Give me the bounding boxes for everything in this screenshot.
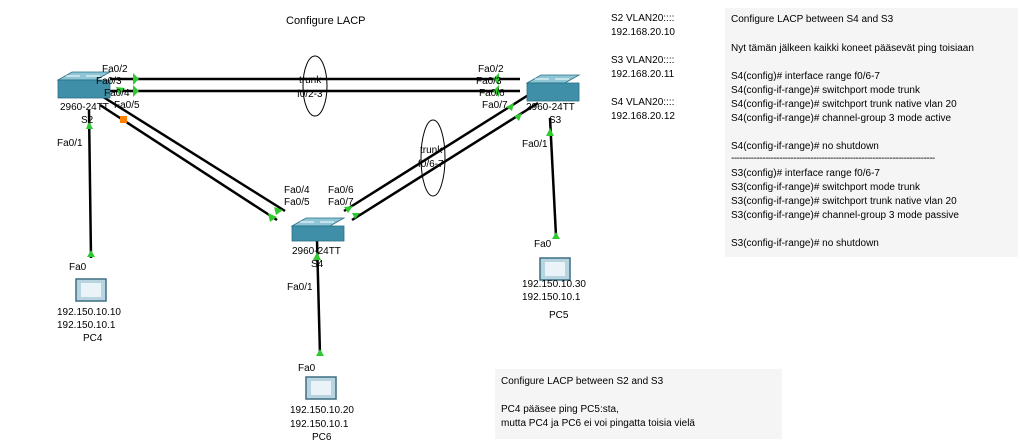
note-title: Configure LACP between S2 and S3 (501, 376, 664, 387)
status-down-icon (120, 116, 127, 123)
switch-name: S2 (81, 115, 94, 126)
pc6-name: PC6 (312, 432, 332, 443)
vlan-s3-name: S3 VLAN20:::: (611, 55, 675, 66)
status-up-icon (86, 121, 93, 129)
link-s3-pc5 (548, 117, 558, 237)
trunk-bundle-ellipse-s2-s3 (302, 55, 328, 117)
port-label: Fa0/4 (104, 88, 130, 99)
pc4-gateway: 192.150.10.1 (57, 320, 116, 331)
link-status-indicators (86, 73, 560, 356)
switch-s3-icon[interactable] (525, 74, 581, 102)
status-up-icon (116, 87, 125, 95)
note-line: S3(config-if-range)# channel-group 3 mod… (731, 210, 959, 221)
status-up-icon (493, 85, 499, 97)
note-title: Configure LACP between S4 and S3 (731, 14, 894, 25)
port-label: Fa0/3 (96, 76, 122, 87)
port-label: Fa0/7 (328, 197, 354, 208)
switch-s2-icon[interactable] (56, 71, 112, 99)
switch-model: 2960-24TT (60, 102, 109, 113)
link-s2-pc4 (87, 109, 93, 259)
port-label: Fa0/6 (479, 88, 505, 99)
trunk-ports-s2-s3: f0/2-3 (297, 89, 323, 100)
port-label: Fa0/2 (102, 64, 128, 75)
port-label: Fa0 (298, 363, 316, 374)
port-label: Fa0 (69, 262, 87, 273)
status-up-icon (546, 128, 554, 136)
link-s4-s3-fa06 (343, 92, 531, 213)
pc6-gateway: 192.150.10.1 (290, 419, 349, 430)
status-up-icon (506, 103, 514, 111)
port-label: Fa0/2 (478, 64, 504, 75)
status-up-icon (493, 73, 499, 85)
port-label: Fa0/1 (287, 282, 313, 293)
status-up-icon (344, 206, 353, 213)
vlan-s2-ip: 192.168.20.10 (611, 27, 675, 38)
port-label: Fa0/3 (476, 76, 502, 87)
link-s2-s4-fa04 (99, 93, 286, 213)
status-up-icon (133, 85, 139, 97)
port-label: Fa0 (534, 239, 552, 250)
pc5-gateway: 192.150.10.1 (522, 292, 581, 303)
switch-s4-icon[interactable] (290, 217, 346, 242)
note-line: S3(config-if-range)# no shutdown (731, 238, 879, 249)
note-line: S4(config-if-range)# switchport trunk na… (731, 99, 957, 110)
pc6-icon[interactable] (305, 376, 337, 400)
status-up-icon (514, 113, 522, 121)
pc4-name: PC4 (83, 333, 103, 344)
page-title: Configure LACP (286, 15, 366, 27)
note-line: PC4 pääsee ping PC5:sta, (501, 404, 619, 415)
note-line: S3(config-if-range)# switchport trunk na… (731, 196, 957, 207)
pc5-name: PC5 (549, 310, 569, 321)
vlan-s3-ip: 192.168.20.11 (611, 69, 675, 80)
status-up-icon (87, 250, 95, 257)
status-up-icon (352, 213, 360, 219)
port-label: Fa0/5 (284, 197, 310, 208)
note-line: S3(config-if-range)# switchport mode tru… (731, 182, 920, 193)
switch-name: S4 (311, 259, 324, 270)
trunk-bundle-ellipse-s4-s3 (420, 119, 446, 197)
switch-model: 2960-24TT (292, 246, 341, 257)
note-line: Nyt tämän jälkeen kaikki koneet pääsevät… (731, 43, 974, 54)
note-line: S4(config)# interface range f0/6-7 (731, 71, 880, 82)
status-up-icon (133, 73, 139, 85)
port-label: Fa0/4 (284, 185, 310, 196)
status-up-icon (552, 232, 560, 239)
status-up-icon (313, 252, 321, 260)
vlan-s4-name: S4 VLAN20:::: (611, 97, 675, 108)
port-label: Fa0/1 (57, 138, 83, 149)
trunk-label-s4-s3: trunk (420, 145, 443, 156)
switch-model: 2960-24TT (526, 102, 575, 113)
status-up-icon (274, 207, 283, 215)
note-line: S4(config-if-range)# switchport mode tru… (731, 85, 920, 96)
status-up-icon (316, 349, 324, 356)
note-line: S3(config)# interface range f0/6-7 (731, 168, 880, 179)
note-line: S4(config-if-range)# no shutdown (731, 141, 879, 152)
switch-name: S3 (549, 115, 562, 126)
trunk-ports-s4-s3: f0/6-7 (418, 159, 444, 170)
port-label: Fa0/6 (328, 185, 354, 196)
pc6-ip: 192.150.10.20 (290, 405, 354, 416)
vlan-s2-name: S2 VLAN20:::: (611, 13, 675, 24)
port-label: Fa0/1 (522, 139, 548, 150)
port-label: Fa0/5 (114, 100, 140, 111)
link-s2-s4-fa05 (99, 103, 278, 222)
note-lacp-s2-s3: Configure LACP between S2 and S3 PC4 pää… (495, 369, 782, 439)
pc5-icon[interactable] (539, 257, 571, 281)
trunk-label-s2-s3: trunk (299, 75, 322, 86)
pc4-icon[interactable] (75, 278, 107, 302)
pc4-ip: 192.150.10.10 (57, 307, 121, 318)
port-label: Fa0/7 (482, 100, 508, 111)
vlan-s4-ip: 192.168.20.12 (611, 111, 675, 122)
pc5-ip: 192.150.10.30 (522, 279, 586, 290)
note-divider: ----------------------------------------… (731, 153, 935, 164)
note-line: S4(config-if-range)# channel-group 3 mod… (731, 113, 952, 124)
note-line: mutta PC4 ja PC6 ei voi pingatta toisia … (501, 418, 695, 429)
note-lacp-s4-s3: Configure LACP between S4 and S3 Nyt täm… (725, 8, 1018, 257)
status-up-icon (268, 213, 277, 222)
